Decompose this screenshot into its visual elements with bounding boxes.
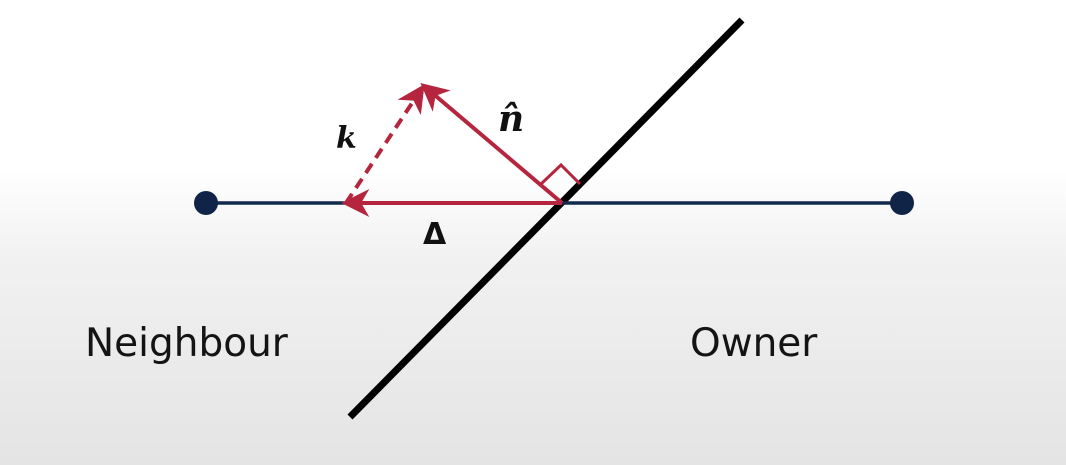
neighbour-label: Neighbour (85, 321, 289, 366)
owner-centre-point (890, 191, 914, 215)
neighbour-centre-point (194, 191, 218, 215)
right-angle-marker (539, 162, 582, 186)
k-label: k (336, 121, 357, 156)
k-vector (344, 84, 425, 205)
face-line (347, 17, 745, 420)
delta-label: Δ (423, 217, 447, 252)
owner-label: Owner (690, 321, 818, 366)
normal-vector (420, 82, 564, 205)
n-hat-label: n̂ (498, 98, 524, 140)
